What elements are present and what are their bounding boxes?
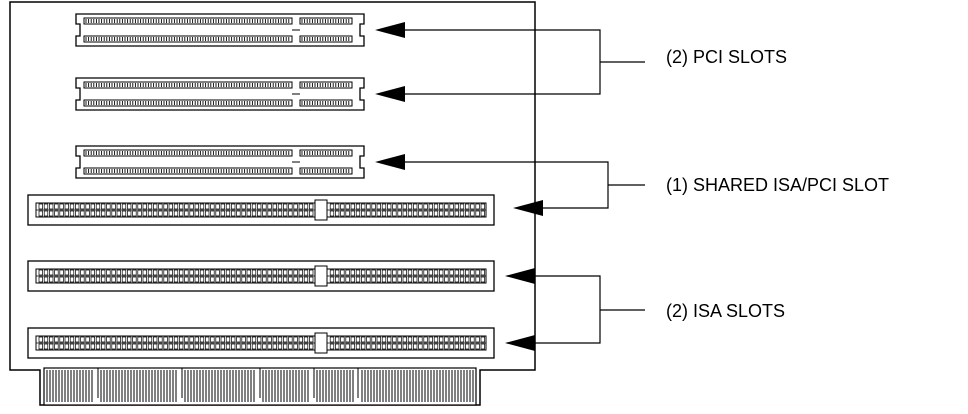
callout-arrowhead	[375, 86, 405, 102]
label-shared-slot: (1) SHARED ISA/PCI SLOT	[666, 175, 890, 195]
pci-slot	[75, 13, 365, 47]
callout-lines	[375, 22, 645, 351]
pci-slot	[75, 77, 365, 111]
isa-slot	[27, 327, 495, 359]
callout-leader-line	[405, 161, 645, 209]
label-isa-slots: (2) ISA SLOTS	[666, 301, 786, 321]
callout-arrowhead	[505, 268, 535, 284]
callout-leader-line	[535, 275, 645, 344]
callout-arrowhead	[513, 200, 543, 216]
label-pci-slots: (2) PCI SLOTS	[666, 47, 788, 67]
isa-slot	[27, 194, 495, 226]
slot-group	[27, 13, 495, 359]
isa-slot	[27, 260, 495, 292]
callout-arrowhead	[375, 154, 405, 170]
edge-connector	[43, 367, 477, 406]
callout-arrowhead	[505, 335, 535, 351]
callout-arrowhead	[375, 22, 405, 38]
callout-leader-line	[405, 29, 645, 95]
pci-slot	[75, 145, 365, 179]
